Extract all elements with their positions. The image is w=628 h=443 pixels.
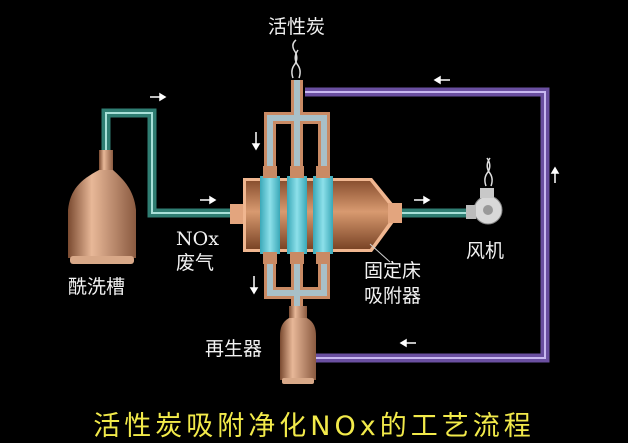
- purple-return-pipe: [305, 87, 550, 363]
- diagram-title: 活性炭吸附净化NOx的工艺流程: [93, 411, 535, 442]
- arrow-right-icon: [150, 92, 167, 102]
- label-fixed-bed: 固定床: [364, 260, 422, 282]
- acid-tank: [68, 150, 136, 264]
- arrow-right-icon: [414, 195, 431, 205]
- label-adsorber: 吸附器: [364, 285, 422, 307]
- arrow-left-icon: [399, 338, 416, 348]
- regenerator: [280, 306, 316, 384]
- adsorbent-bed-2: [287, 176, 307, 254]
- arrow-right-icon: [200, 195, 217, 205]
- carbon-outlet-smoke: [291, 39, 301, 79]
- arrow-down-icon: [251, 132, 261, 151]
- adsorbent-bed-1: [260, 176, 280, 254]
- teal-inlet-pipe: [101, 108, 468, 218]
- label-acid-tank: 酰洗槽: [68, 276, 126, 298]
- label-nox-gas-waste: 废气: [176, 252, 215, 274]
- flow-arrows: [150, 75, 560, 348]
- adsorbent-bed-3: [313, 176, 333, 254]
- label-regenerator: 再生器: [205, 338, 263, 360]
- upper-manifold: [264, 80, 330, 170]
- fixed-bed-adsorber: [230, 166, 402, 264]
- label-activated-carbon: 活性炭: [268, 16, 326, 38]
- label-nox-gas: NOx: [176, 228, 219, 250]
- label-fan: 风机: [466, 240, 505, 262]
- arrow-up-icon: [550, 166, 560, 183]
- arrow-down-icon: [249, 276, 259, 295]
- fan: [466, 157, 503, 225]
- arrow-left-icon: [433, 75, 450, 85]
